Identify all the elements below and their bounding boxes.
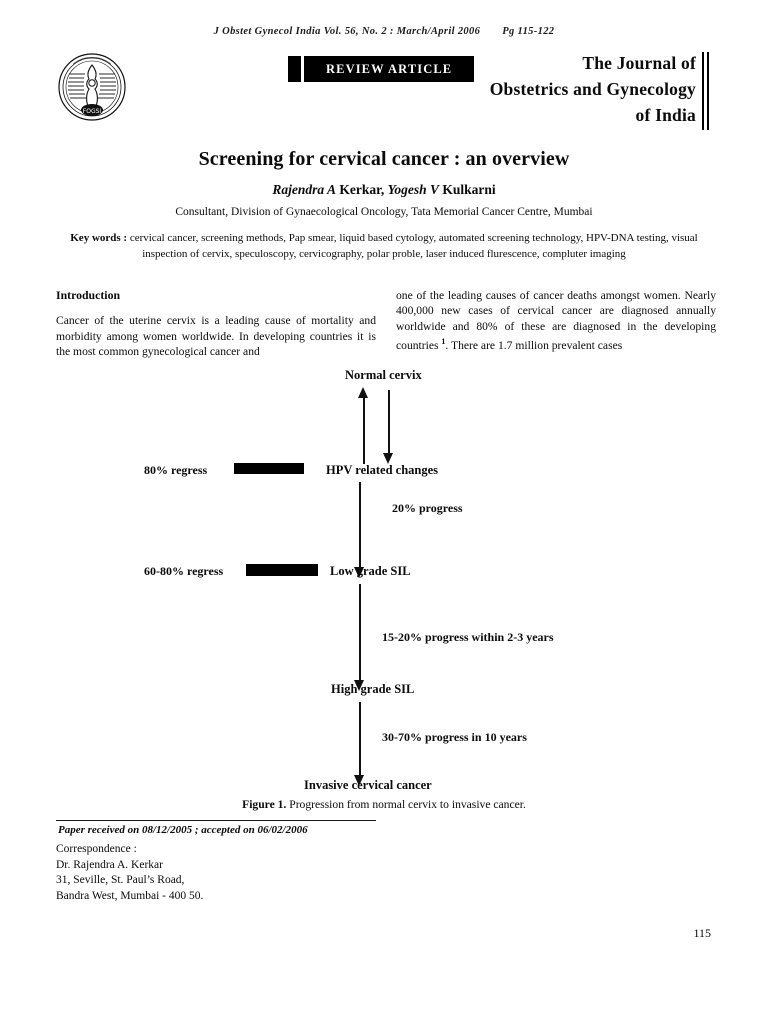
flow-node-normal-cervix: Normal cervix <box>345 368 422 382</box>
body-column-left: Introduction Cancer of the uterine cervi… <box>56 288 376 360</box>
author-separator: , <box>380 182 385 197</box>
flow-arrow-up-stem <box>363 396 365 464</box>
flow-regress-arrow-bar-2 <box>246 564 318 576</box>
flow-arrow-down-head-2 <box>354 567 364 578</box>
journal-masthead: The Journal of Obstetrics and Gynecology… <box>489 50 710 130</box>
author-1-family: Kerkar <box>339 182 381 197</box>
section-heading-introduction: Introduction <box>56 288 121 302</box>
figure-caption-label: Figure 1. <box>242 798 287 811</box>
correspondence-block: Correspondence : Dr. Rajendra A. Kerkar … <box>56 842 203 904</box>
masthead-line-1: The Journal of <box>582 53 696 73</box>
masthead-rules <box>701 52 710 130</box>
author-affiliation: Consultant, Division of Gynaecological O… <box>175 206 593 218</box>
reference-marker-1: 1 <box>441 337 446 347</box>
flow-label-progress-1: 20% progress <box>392 501 463 515</box>
flow-arrow-down-stem-2 <box>359 482 361 570</box>
footer-divider <box>56 820 376 822</box>
paper-received-note: Paper received on 08/12/2005 ; accepted … <box>58 824 308 836</box>
running-head-pages: Pg 115-122 <box>502 26 555 37</box>
author-2-family: Kulkarni <box>442 182 496 197</box>
flow-label-progress-2: 15-20% progress within 2-3 years <box>382 630 554 644</box>
figure-caption-text: Progression from normal cervix to invasi… <box>286 798 526 811</box>
running-head: J Obstet Gynecol India Vol. 56, No. 2 : … <box>0 26 768 37</box>
flow-arrow-down-head-4 <box>354 775 364 786</box>
flow-arrow-down-head-3 <box>354 680 364 691</box>
flow-arrow-down-stem-4 <box>359 702 361 778</box>
figure-1-flowchart: Normal cervix 80% regress HPV related ch… <box>0 360 768 805</box>
review-article-banner: REVIEW ARTICLE <box>288 56 475 82</box>
masthead-line-2: Obstetrics and Gynecology <box>489 79 696 99</box>
flow-arrow-down-head-1 <box>383 453 393 464</box>
page-number: 115 <box>693 926 711 940</box>
author-2-given: Yogesh V <box>387 182 439 197</box>
banner-tick-mark <box>288 56 301 82</box>
intro-paragraph-left: Cancer of the uterine cervix is a leadin… <box>56 314 376 359</box>
keywords-label: Key words : <box>70 232 128 244</box>
flow-arrow-up-head <box>358 387 368 398</box>
flow-node-low-grade-sil: Low grade SIL <box>330 564 411 578</box>
flow-regress-arrow-bar-1 <box>234 463 304 474</box>
correspondence-name: Dr. Rajendra A. Kerkar <box>56 858 163 871</box>
author-list: Rajendra A Kerkar, Yogesh V Kulkarni <box>0 182 768 198</box>
society-logo-icon: FOGSI <box>57 52 127 122</box>
flow-label-regress-2: 60-80% regress <box>144 564 224 578</box>
flow-node-invasive-cervical-cancer: Invasive cervical cancer <box>304 778 432 792</box>
keywords-list: cervical cancer, screening methods, Pap … <box>129 232 698 260</box>
body-column-right: one of the leading causes of cancer deat… <box>396 288 716 353</box>
intro-right-part2: . There are 1.7 million prevalent cases <box>445 339 623 353</box>
running-head-citation: J Obstet Gynecol India Vol. 56, No. 2 : … <box>213 26 481 37</box>
flow-label-progress-3: 30-70% progress in 10 years <box>382 730 527 744</box>
intro-paragraph-right: one of the leading causes of cancer deat… <box>396 288 716 353</box>
correspondence-address-line-2: Bandra West, Mumbai - 400 50. <box>56 889 204 902</box>
author-1-given: Rajendra A <box>272 182 336 197</box>
flow-node-high-grade-sil: High grade SIL <box>331 682 415 696</box>
flow-arrow-down-stem-3 <box>359 584 361 683</box>
keywords-block: Key words : cervical cancer, screening m… <box>62 230 706 262</box>
flow-arrow-down-stem-1 <box>388 390 390 456</box>
article-title: Screening for cervical cancer : an overv… <box>198 148 570 170</box>
correspondence-address-line-1: 31, Seville, St. Paul’s Road, <box>56 874 185 887</box>
flow-label-regress-1: 80% regress <box>144 463 208 477</box>
flow-node-hpv-related-changes: HPV related changes <box>326 463 439 477</box>
svg-text:FOGSI: FOGSI <box>83 108 102 115</box>
figure-1-caption: Figure 1. Progression from normal cervix… <box>0 798 768 811</box>
correspondence-label: Correspondence : <box>56 843 137 855</box>
banner-label: REVIEW ARTICLE <box>304 56 475 82</box>
intro-right-part1: one of the leading causes of cancer deat… <box>396 289 716 353</box>
masthead-line-3: of India <box>635 105 696 125</box>
